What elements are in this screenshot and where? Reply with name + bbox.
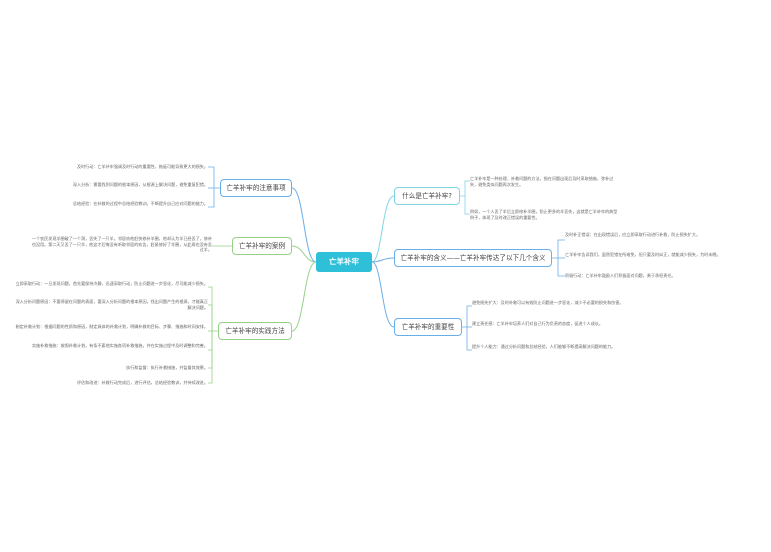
branch-story[interactable]: 亡羊补牢的案例 bbox=[232, 237, 292, 255]
leaf-methods-2: 深入分析问题原因：不要停留在问题的表面，要深入分析问题的根本原因，找出问题产生的… bbox=[15, 299, 208, 310]
leaf-methods-3: 制定补救计划：根据问题的性质和原因，制定具体的补救计划，明确补救的目标、步骤、措… bbox=[15, 324, 208, 329]
leaf-meaning-1: 及时补正错误：在出现错误后，应立即采取行动进行补救，防止损失扩大。 bbox=[565, 232, 701, 237]
branch-meaning[interactable]: 亡羊补牢的含义——亡羊补牢传达了以下几个含义 bbox=[394, 249, 552, 267]
leaf-notes-2: 深入分析：需要找到问题的根本原因，从根源上解决问题，避免重复犯错。 bbox=[72, 182, 208, 187]
leaf-meaning-2: 亡羊补牢告诉我们，虽然犯错在所难免，但只要及时纠正，就能减少损失，为时未晚。 bbox=[565, 252, 721, 257]
leaf-importance-3: 提升个人能力：通过分析问题和总结经验，人们能够不断提高解决问题的能力。 bbox=[472, 344, 616, 349]
leaf-notes-3: 总结经验：在补救的过程中总结经验教训，不断提升自己应对问题的能力。 bbox=[72, 201, 208, 206]
leaf-methods-1: 立即采取行动：一旦发现问题，首先要保持冷静，迅速采取行动，防止问题进一步恶化，尽… bbox=[15, 281, 208, 286]
root-topic[interactable]: 亡羊补牢 bbox=[316, 252, 372, 272]
leaf-methods-6: 评估和改进：补救行动完成后，进行评估，总结经验教训，并持续改进。 bbox=[77, 380, 208, 385]
leaf-what-2: 例如，一个人丢了羊后立即修补羊圈，防止更多的羊丢失，这就是亡羊补牢的典型例子，体… bbox=[470, 209, 618, 220]
leaf-importance-2: 建立责任感：亡羊补牢培养人们对自己行为负责的态度，促进个人成长。 bbox=[472, 321, 603, 326]
leaf-story-1: 一个农民发现羊圈破了一个洞，丢失了一只羊。邻居劝他赶快修补羊圈，他却认为羊已经丢… bbox=[31, 236, 212, 253]
leaf-meaning-3: 积极行动：亡羊补牢鼓励人们积极面对问题，勇于承担责任。 bbox=[565, 273, 676, 278]
leaf-importance-1: 避免损失扩大：及时补救可以有效防止问题进一步恶化，减少不必要的损失和伤害。 bbox=[472, 300, 624, 305]
branch-notes[interactable]: 亡羊补牢的注意事项 bbox=[220, 179, 292, 197]
leaf-what-1: 亡羊补牢是一种处理、补救问题的方法，指在问题出现后及时采取措施，弥补过失，避免类… bbox=[470, 176, 614, 187]
branch-what-is[interactable]: 什么是亡羊补牢? bbox=[394, 187, 460, 205]
leaf-methods-4: 实施补救措施：按照补救计划，有条不紊地实施各项补救措施，并在实施过程中及时调整和… bbox=[31, 343, 208, 348]
leaf-notes-1: 及时行动：亡羊补牢强调及时行动的重要性，拖延可能导致更大的损失。 bbox=[77, 164, 208, 169]
leaf-methods-5: 执行和监督：执行补救措施，并监督其效果。 bbox=[126, 365, 208, 370]
branch-methods[interactable]: 亡羊补牢的实践方法 bbox=[218, 322, 292, 340]
branch-importance[interactable]: 亡羊补牢的重要性 bbox=[394, 318, 462, 336]
